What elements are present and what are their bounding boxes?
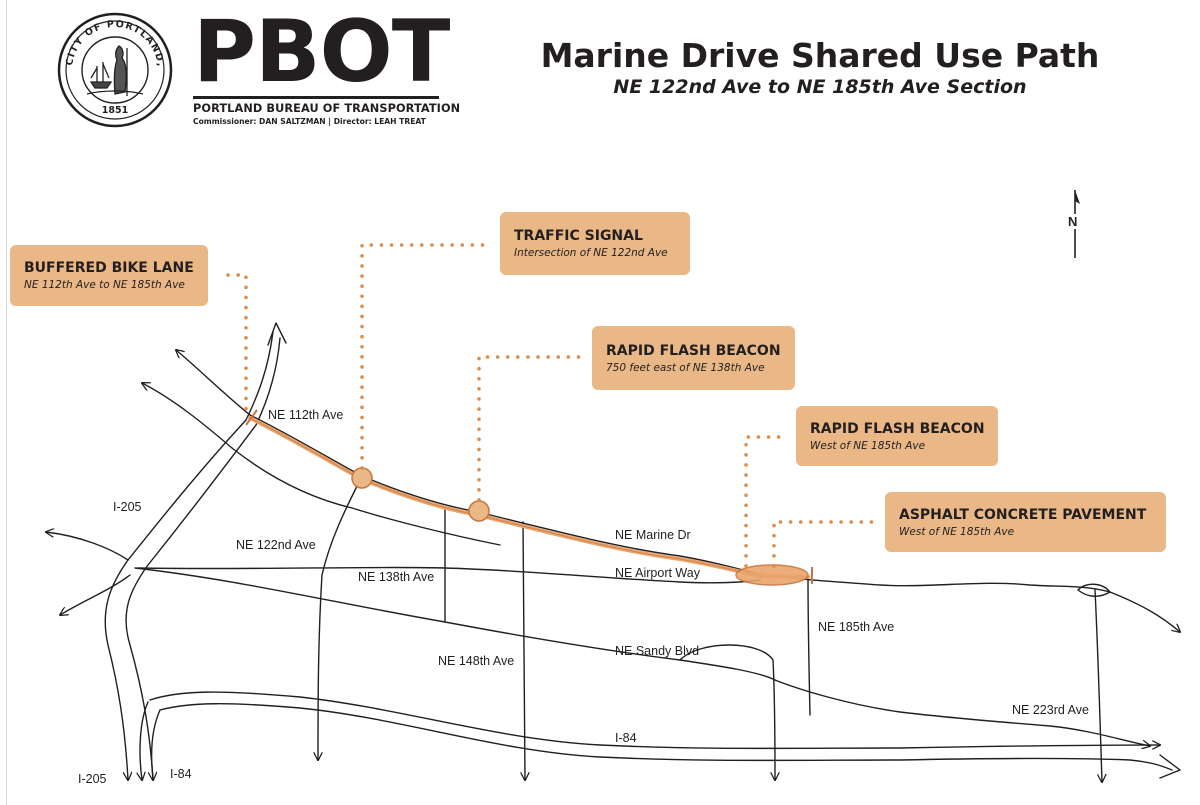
route-start-tick — [245, 409, 258, 426]
road-ne-sandy-blvd — [134, 567, 776, 681]
street-label-ne-sandy-blvd: NE Sandy Blvd — [615, 644, 700, 658]
street-label-i205-lower: I-205 — [78, 772, 107, 786]
road-223rd-loop — [1077, 583, 1111, 597]
street-label-ne-223rd: NE 223rd Ave — [1012, 703, 1089, 717]
city-seal-icon: CITY OF PORTLAND, OREGON 1851 — [57, 12, 173, 128]
road-ne-122nd — [318, 475, 363, 760]
route-marine-drive-path — [248, 416, 810, 579]
callout-title: ASPHALT CONCRETE PAVEMENT — [899, 506, 1147, 523]
callout-traffic-signal: TRAFFIC SIGNAL Intersection of NE 122nd … — [500, 212, 690, 275]
street-label-i84-mid: I-84 — [615, 731, 637, 745]
road-nw-branch-b — [142, 383, 233, 449]
callout-note: West of NE 185th Ave — [899, 525, 1015, 538]
street-label-i84-lower: I-84 — [170, 767, 192, 781]
road-i205-west — [104, 419, 247, 780]
marker-traffic-signal — [351, 467, 373, 489]
callout-asphalt-concrete-pavement: ASPHALT CONCRETE PAVEMENT West of NE 185… — [885, 492, 1166, 552]
callout-rapid-flash-beacon-185th: RAPID FLASH BEACON West of NE 185th Ave — [796, 406, 998, 466]
callout-rapid-flash-beacon-138th: RAPID FLASH BEACON 750 feet east of NE 1… — [592, 326, 795, 390]
street-label-ne-185th: NE 185th Ave — [818, 620, 895, 634]
road-i84-north — [149, 691, 1160, 748]
road-i205-north-tip — [267, 322, 287, 346]
callout-note: NE 112th Ave to NE 185th Ave — [24, 279, 185, 291]
road-i205-sw-spur — [60, 574, 131, 615]
road-ne-185th — [807, 575, 811, 716]
callout-buffered-bike-lane: BUFFERED BIKE LANE NE 112th Ave to NE 18… — [10, 245, 208, 306]
road-i205-north-w — [245, 331, 274, 421]
road-nw-branch-a — [176, 350, 251, 416]
road-i84-south — [159, 703, 1173, 771]
street-label-i205-upper: I-205 — [113, 500, 142, 514]
street-label-ne-122nd: NE 122nd Ave — [236, 538, 316, 552]
road-i84-ramp-b — [151, 709, 161, 779]
callout-note: Intersection of NE 122nd Ave — [514, 247, 668, 259]
north-label: N — [1067, 214, 1079, 229]
leader-asphalt-pavement — [772, 520, 876, 568]
callout-title: BUFFERED BIKE LANE — [24, 260, 194, 276]
logo-wordmark: PBOT — [193, 2, 450, 102]
leader-rapid-flash-beacon-185th — [744, 435, 784, 568]
road-i205-east — [125, 424, 257, 780]
svg-text:1851: 1851 — [102, 105, 128, 116]
street-label-ne-airport-way: NE Airport Way — [615, 566, 700, 580]
callout-note: West of NE 185th Ave — [810, 439, 926, 452]
street-label-ne-112th: NE 112th Ave — [268, 408, 344, 422]
marker-asphalt-pavement — [735, 564, 809, 586]
street-label-ne-marine-dr: NE Marine Dr — [615, 528, 691, 542]
page-edge-rule — [6, 0, 7, 805]
street-label-ne-138th: NE 138th Ave — [358, 570, 435, 584]
road-i84-ramp — [140, 701, 149, 780]
leader-rapid-flash-beacon-138th — [477, 355, 582, 502]
road-i84-east-tip — [1159, 754, 1181, 779]
logo-rule — [193, 96, 439, 99]
callout-title: TRAFFIC SIGNAL — [514, 228, 643, 244]
map-title: Marine Drive Shared Use Path — [540, 36, 1100, 75]
pbot-logo: PBOT PORTLAND BUREAU OF TRANSPORTATION C… — [193, 2, 461, 126]
callout-note: 750 feet east of NE 138th Ave — [606, 361, 765, 374]
road-ne-airport-way — [137, 566, 761, 584]
leader-traffic-signal — [360, 243, 492, 470]
road-nw-connector — [231, 447, 501, 546]
agency-credits: Commissioner: DAN SALTZMAN | Director: L… — [193, 117, 426, 126]
road-ne-148th — [523, 521, 525, 780]
map-subtitle: NE 122nd Ave to NE 185th Ave Section — [613, 76, 1027, 98]
callout-title: RAPID FLASH BEACON — [606, 342, 781, 359]
marker-rapid-flash-beacon-138th — [468, 500, 490, 522]
callout-title: RAPID FLASH BEACON — [810, 420, 985, 437]
street-label-ne-148th: NE 148th Ave — [438, 654, 515, 668]
leader-buffered-bike-lane — [226, 273, 248, 412]
road-ne-223rd — [1094, 589, 1102, 782]
road-i205-west-spur — [46, 532, 129, 561]
road-i205-north-e — [255, 337, 281, 426]
road-sandy-east — [774, 679, 1150, 746]
road-ne-162nd — [679, 644, 775, 780]
agency-full-name: PORTLAND BUREAU OF TRANSPORTATION — [193, 102, 461, 115]
